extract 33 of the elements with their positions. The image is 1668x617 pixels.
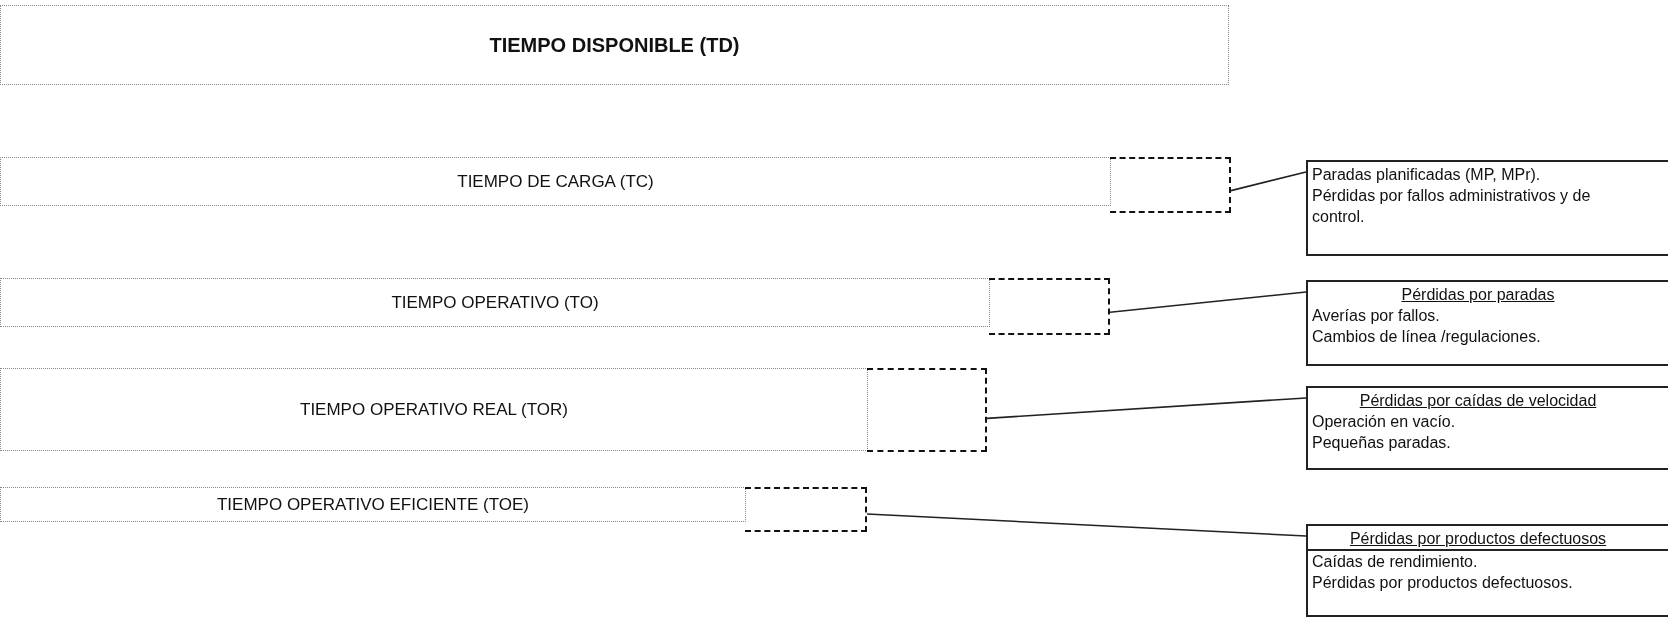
note-text: Averías por fallos. [1312,306,1441,326]
time-bar [0,368,868,451]
loss-box [989,278,1110,335]
bar-label: TIEMPO DE CARGA (TC) [457,171,654,192]
leader-line [866,513,1307,537]
time-bar [0,5,1229,85]
loss-box [1110,157,1231,213]
bar-label: TIEMPO OPERATIVO REAL (TOR) [300,399,568,420]
note-text: Paradas planificadas (MP, MPr). [1312,165,1542,185]
loss-note-box [1306,524,1668,617]
loss-box [867,368,987,452]
time-bar [0,157,1111,206]
note-text: Caídas de rendimiento. [1312,552,1479,572]
note-text: Cambios de línea /regulaciones. [1312,327,1542,347]
time-bar [0,487,746,522]
bar-label: TIEMPO OPERATIVO EFICIENTE (TOE) [217,494,529,515]
leader-line [986,397,1307,420]
note-heading: Pérdidas por productos defectuosos [1308,528,1668,551]
bar-label: TIEMPO OPERATIVO (TO) [391,292,599,313]
time-bar [0,278,990,327]
note-text: Pequeñas paradas. [1312,433,1452,453]
note-text: Pérdidas por productos defectuosos. [1312,573,1574,593]
bar-label: TIEMPO DISPONIBLE (TD) [489,33,740,57]
loss-note-box [1306,386,1668,470]
leader-line [1109,291,1307,313]
note-heading: Pérdidas por paradas [1400,285,1556,305]
loss-note-box [1306,280,1668,366]
note-text: Pérdidas por fallos administrativos y de control. [1312,186,1592,227]
note-heading: Pérdidas por caídas de velocidad [1358,391,1598,411]
loss-note-box [1306,160,1668,256]
loss-box [745,487,867,532]
note-text: Operación en vacío. [1312,412,1457,432]
leader-line [1230,171,1307,192]
